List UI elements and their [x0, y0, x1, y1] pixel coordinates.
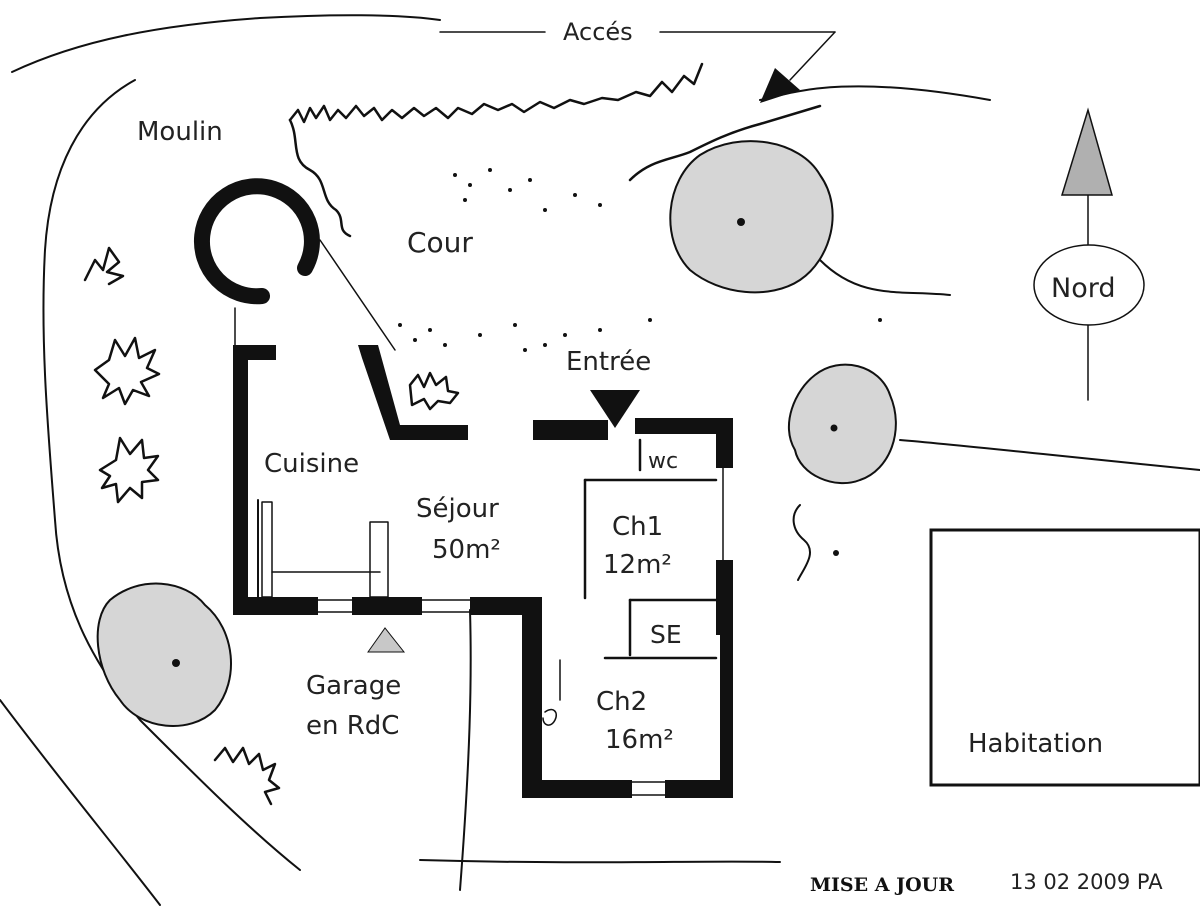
shrubs-left	[83, 246, 460, 806]
north-arrow	[1033, 107, 1145, 401]
habitation-building	[929, 528, 1200, 787]
label-entree: Entrée	[566, 347, 651, 377]
label-cour: Cour	[407, 226, 473, 259]
building-walls	[233, 345, 733, 798]
trees	[96, 140, 897, 727]
tree-right-middle	[787, 363, 897, 485]
label-nord: Nord	[1051, 273, 1115, 304]
partitions	[257, 438, 724, 796]
moulin-tower	[193, 178, 396, 351]
label-sejour-area: 50m²	[432, 535, 501, 565]
gravel-dots	[398, 168, 882, 352]
tree-left-bottom	[96, 582, 232, 727]
label-garage-line1: Garage	[306, 671, 401, 701]
label-ch2-area: 16m²	[605, 725, 674, 755]
label-se: SE	[650, 620, 682, 649]
garage-arrow-icon	[367, 627, 406, 653]
label-ch2-name: Ch2	[596, 687, 647, 717]
label-ch1-area: 12m²	[603, 550, 672, 580]
label-ch1-name: Ch1	[612, 512, 663, 542]
label-habitation: Habitation	[968, 729, 1103, 759]
update-date: 13 02 2009 PA	[1010, 870, 1163, 894]
label-garage-line2: en RdC	[306, 711, 399, 741]
label-wc: wc	[648, 449, 678, 474]
label-acces: Accés	[563, 18, 633, 46]
label-moulin: Moulin	[137, 117, 223, 147]
landscape-lines	[0, 14, 1200, 906]
entry-arrow-icon	[590, 390, 640, 428]
label-sejour-name: Séjour	[416, 494, 499, 524]
access-arrow	[439, 31, 836, 103]
tree-top-right	[669, 140, 834, 294]
update-label: MISE A JOUR	[810, 874, 954, 896]
hedge	[288, 62, 822, 238]
label-cuisine: Cuisine	[264, 449, 359, 479]
